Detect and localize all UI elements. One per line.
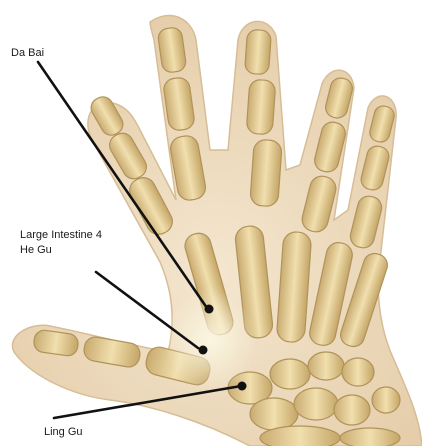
point-ling-gu	[238, 382, 247, 391]
acupoint-glow	[164, 288, 256, 392]
label-ling-gu: Ling Gu	[44, 425, 83, 439]
first-finger-bones	[87, 93, 176, 238]
point-da-bai	[205, 305, 214, 314]
label-he-gu: He Gu	[20, 243, 52, 257]
label-da-bai: Da Bai	[11, 46, 44, 60]
label-large-intestine-4: Large Intestine 4	[20, 228, 102, 242]
point-he-gu	[199, 346, 208, 355]
